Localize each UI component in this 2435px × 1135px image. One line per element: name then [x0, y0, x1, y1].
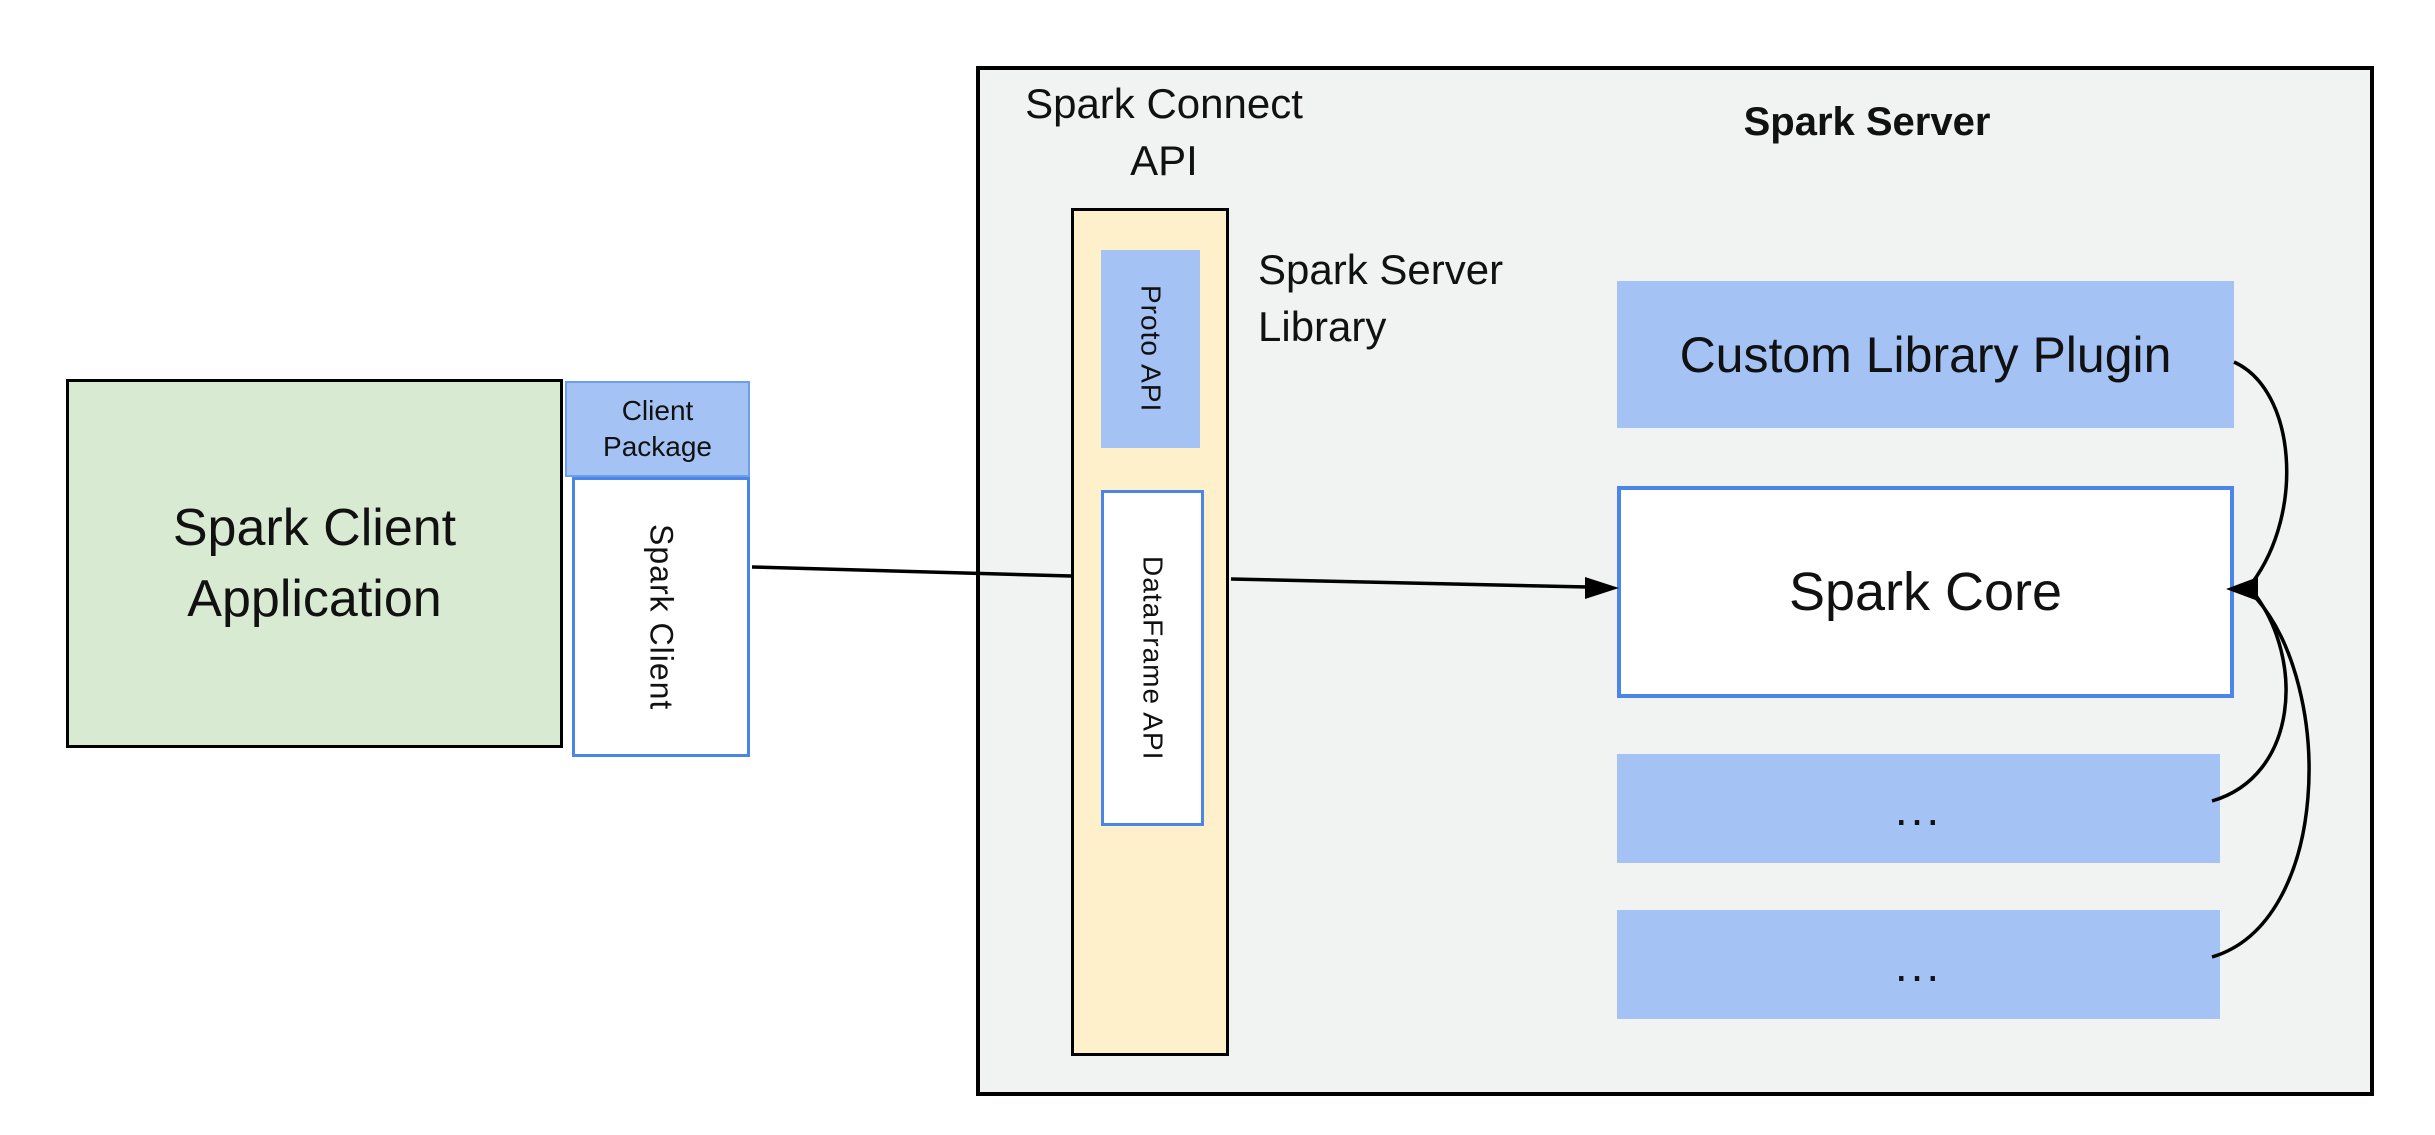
spark-server-title: Spark Server: [1743, 100, 1991, 144]
spark-core-box: Spark Core: [1617, 486, 2234, 698]
spark-connect-api-label: Spark Connect API: [1025, 80, 1303, 184]
module-box-2: ...: [1617, 910, 2220, 1019]
proto-api-label: Proto API: [1135, 285, 1167, 413]
client-package-box: Client Package: [565, 381, 750, 477]
spark-client-label: Spark Client: [643, 523, 680, 711]
custom-library-plugin-box: Custom Library Plugin: [1617, 281, 2234, 428]
dataframe-api-box: DataFrame API: [1101, 490, 1204, 826]
spark-client-box: Spark Client: [572, 477, 750, 757]
module-box-1: ...: [1617, 754, 2220, 863]
spark-server-library-label: Spark Server Library: [1258, 246, 1504, 350]
spark-client-application-box: Spark Client Application: [66, 379, 563, 748]
dataframe-api-label: DataFrame API: [1137, 555, 1169, 761]
proto-api-box: Proto API: [1101, 250, 1200, 448]
